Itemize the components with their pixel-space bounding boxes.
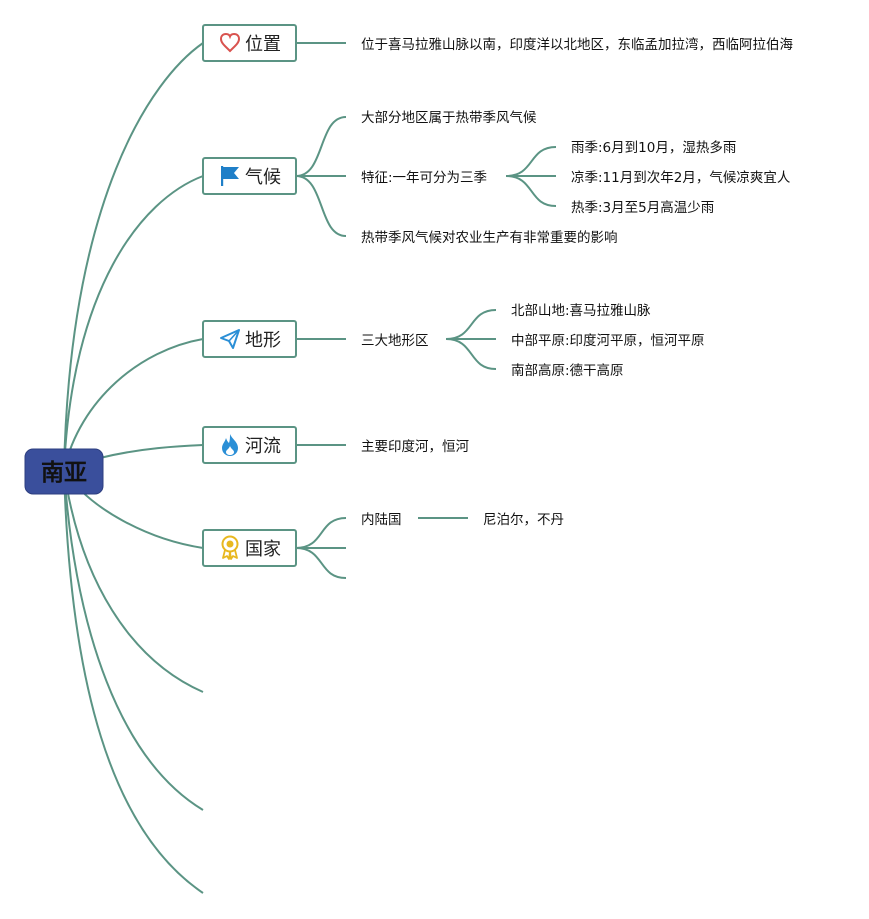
topic-node-countries[interactable]: 国家 [202,529,297,567]
countries-connectors [295,517,468,579]
connector-empty-1 [63,469,204,693]
climate-detail-feature: 特征:一年可分为三季 [361,170,487,186]
flame-icon [222,434,238,456]
terrain-region-north: 北部山地:喜马拉雅山脉 [511,303,651,319]
rivers-detail: 主要印度河，恒河 [361,439,469,455]
topic-label-rivers: 河流 [245,436,281,457]
flag-icon [221,166,239,186]
topic-node-rivers[interactable]: 河流 [202,426,297,464]
award-icon [221,535,239,560]
topic-label-climate: 气候 [245,167,281,188]
connector-empty-3 [63,469,204,894]
topic-node-terrain[interactable]: 地形 [202,320,297,358]
connector-climate [63,175,204,471]
countries-landlocked-label: 内陆国 [361,512,402,528]
season-cool: 凉季:11月到次年2月，气候凉爽宜人 [571,170,791,186]
season-rainy: 雨季:6月到10月，湿热多雨 [571,139,736,156]
connector-terrain [63,338,204,471]
season-hot: 热季:3月至5月高温少雨 [571,199,714,216]
connector-position [63,42,204,471]
countries-landlocked-list: 尼泊尔，不丹 [483,512,564,528]
terrain-region-south: 南部高原:德干高原 [511,362,624,379]
topic-node-climate[interactable]: 气候 [202,157,297,195]
terrain-connectors [296,309,497,370]
climate-detail-type: 大部分地区属于热带季风气候 [361,110,537,126]
root-node[interactable]: 南亚 [24,448,104,495]
heart-icon [219,32,241,53]
position-detail: 位于喜马拉雅山脉以南，印度洋以北地区，东临孟加拉湾，西临阿拉伯海 [361,36,793,53]
topic-label-countries: 国家 [245,539,281,560]
topic-node-position[interactable]: 位置 [202,24,297,62]
climate-detail-impact: 热带季风气候对农业生产有非常重要的影响 [361,230,618,246]
paper-plane-icon [220,329,240,349]
terrain-region-central: 中部平原:印度河平原，恒河平原 [511,333,705,349]
topic-label-terrain: 地形 [245,330,281,351]
root-connectors [63,42,204,894]
connector-empty-2 [63,469,204,811]
connector-rivers [99,444,204,459]
topic-label-position: 位置 [245,34,281,55]
root-label: 南亚 [41,460,87,486]
terrain-detail: 三大地形区 [361,333,429,349]
climate-connectors [295,116,557,237]
